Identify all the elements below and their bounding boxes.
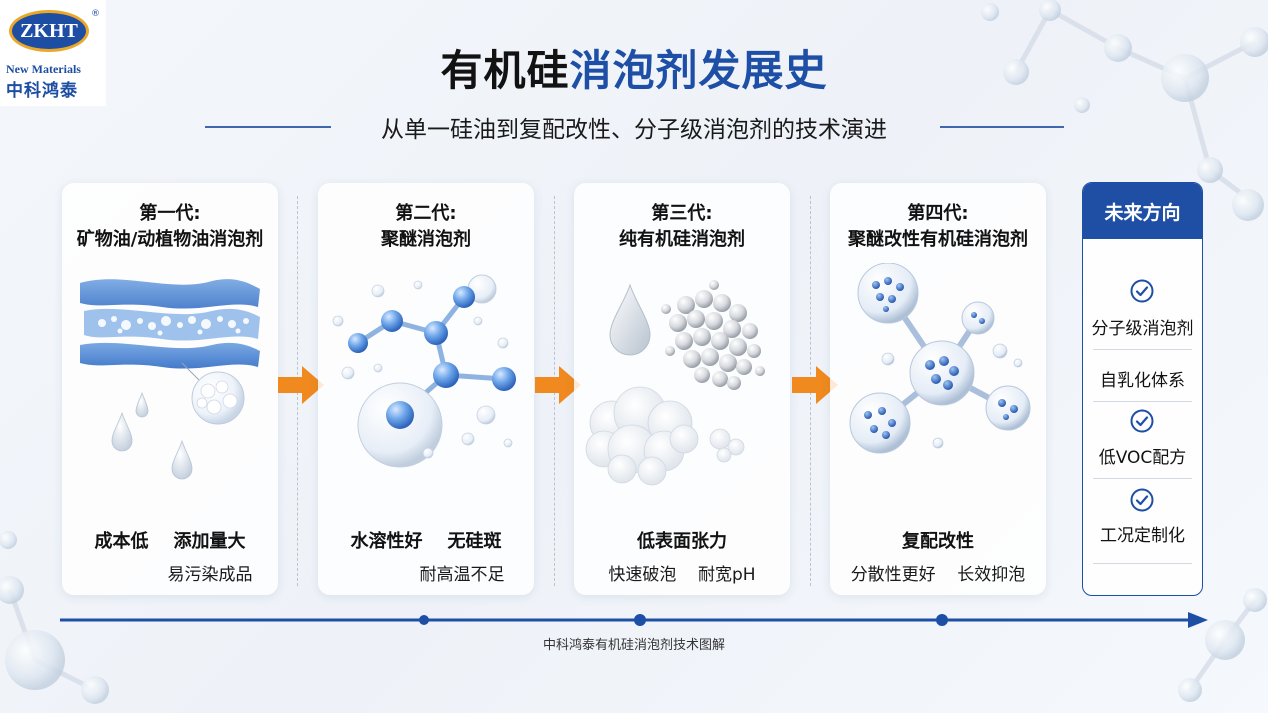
timeline-dot	[936, 614, 948, 626]
generation-type: 矿物油/动植物油消泡剂	[76, 229, 264, 250]
future-separator	[1093, 563, 1192, 564]
future-item: 自乳化体系	[1100, 371, 1185, 391]
generation-type: 聚醚改性有机硅消泡剂	[848, 229, 1028, 250]
generation-type: 纯有机硅消泡剂	[619, 229, 745, 250]
generation-card-4: 第四代: 聚醚改性有机硅消泡剂 复配改性 分散性更好 长效抑泡	[830, 183, 1046, 595]
generation-features: 成本低 添加量大	[94, 531, 246, 552]
generation-card-2: 第二代: 聚醚消泡剂 水溶性好 无硅斑 耐高温不足	[318, 183, 534, 595]
generation-label: 第四代:	[907, 203, 969, 224]
logo-english-name: New Materials	[6, 62, 81, 76]
generation-heading: 第四代: 聚醚改性有机硅消泡剂	[830, 201, 1046, 253]
logo-mark: ZKHT	[9, 10, 89, 52]
subtitle-rule-left	[205, 126, 331, 128]
arrow-right-icon	[792, 366, 838, 404]
registered-mark: ®	[91, 9, 100, 19]
generation-heading: 第二代: 聚醚消泡剂	[318, 201, 534, 253]
generation-card-3: 第三代: 纯有机硅消泡剂 低表面张力 快速破泡 耐宽pH	[574, 183, 790, 595]
timeline-arrow	[60, 612, 1208, 628]
diagram-caption: 中科鸿泰有机硅消泡剂技术图解	[542, 638, 725, 653]
future-item: 分子级消泡剂	[1091, 319, 1194, 339]
check-circle-icon	[1130, 409, 1154, 433]
future-direction-heading: 未来方向	[1083, 183, 1202, 239]
check-circle-icon	[1130, 488, 1154, 512]
future-separator	[1093, 349, 1192, 350]
modified-molecule-icon	[849, 263, 1031, 454]
subtitle-rule-right	[940, 126, 1064, 128]
timeline-dot	[419, 615, 429, 625]
generation-label: 第二代:	[395, 203, 457, 224]
future-separator	[1093, 401, 1192, 402]
future-separator	[1093, 478, 1192, 479]
future-item: 工况定制化	[1100, 526, 1185, 546]
generation-drawbacks: 快速破泡 耐宽pH	[608, 565, 756, 585]
future-direction-panel: 未来方向 分子级消泡剂 自乳化体系 低VOC配方 工况定制化	[1082, 182, 1203, 596]
generation-label: 第三代:	[651, 203, 713, 224]
timeline-dot	[634, 614, 646, 626]
droplet-foam-particles-icon	[585, 280, 765, 486]
generation-label: 第一代:	[139, 203, 201, 224]
title-part-2: 消泡剂发展史	[569, 46, 828, 95]
generation-type: 聚醚消泡剂	[381, 229, 471, 250]
generation-features: 复配改性	[902, 531, 974, 552]
molecule-chain-icon	[332, 274, 516, 468]
generation-card-1: 第一代: 矿物油/动植物油消泡剂 成本低 添加量大 易污染成品	[62, 183, 278, 595]
generation-heading: 第一代: 矿物油/动植物油消泡剂	[62, 201, 278, 253]
future-item: 低VOC配方	[1098, 448, 1187, 468]
generation-drawbacks: 易污染成品	[167, 565, 253, 585]
check-circle-icon	[1130, 279, 1154, 303]
generation-drawbacks: 耐高温不足	[419, 565, 505, 585]
generation-features: 低表面张力	[637, 531, 727, 552]
generation-heading: 第三代: 纯有机硅消泡剂	[574, 201, 790, 253]
page-subtitle: 从单一硅油到复配改性、分子级消泡剂的技术演进	[381, 117, 887, 143]
page-title: 有机硅消泡剂发展史	[0, 40, 1268, 102]
title-part-1: 有机硅	[440, 46, 570, 95]
arrow-right-icon	[535, 366, 581, 404]
layered-film-foam-icon	[80, 279, 260, 480]
arrow-right-icon	[278, 366, 324, 404]
logo-chinese-name: 中科鸿泰	[6, 81, 78, 101]
company-logo: ZKHT ® New Materials 中科鸿泰	[0, 0, 106, 106]
generation-drawbacks: 分散性更好 长效抑泡	[850, 565, 1026, 585]
generation-features: 水溶性好 无硅斑	[350, 531, 502, 552]
